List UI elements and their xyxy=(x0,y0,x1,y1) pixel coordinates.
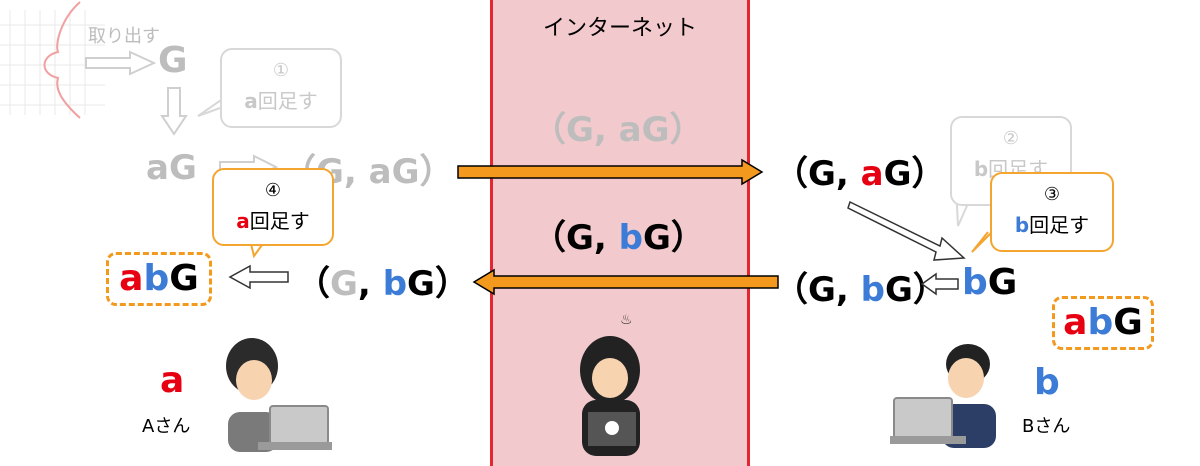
bubble4-text: 回足す xyxy=(249,209,310,233)
bubble3-secret: b xyxy=(1014,213,1030,237)
bubble1-secret: a xyxy=(244,89,258,113)
bubble1-text: 回足す xyxy=(257,89,318,113)
send-arrow-left-icon xyxy=(472,268,779,296)
bubble-step-4: ④ a回足す xyxy=(212,168,334,246)
shared-key-a: abG xyxy=(106,252,212,306)
faded-arrow-down-icon xyxy=(160,87,188,136)
svg-text:♨: ♨ xyxy=(620,312,633,328)
bubble3-text: 回足す xyxy=(1029,213,1090,237)
small-arrow-left-icon xyxy=(920,272,959,296)
internet-label: インターネット xyxy=(542,16,697,41)
bubble2-number: ② xyxy=(1002,128,1020,149)
person-b-illustration xyxy=(890,344,996,448)
shared-key-b: abG xyxy=(1052,296,1154,350)
bubble3-number: ③ xyxy=(1043,184,1061,205)
internet-pair-bg: （G, bG） xyxy=(532,218,705,258)
hacker-illustration: ♨ xyxy=(580,312,640,456)
bubble3-tail xyxy=(971,229,995,253)
faded-arrow-right-icon xyxy=(85,50,156,76)
bubble4-number: ④ xyxy=(264,180,282,201)
person-a-secret: a xyxy=(160,360,185,401)
left-received-pair: （G, bG） xyxy=(296,264,469,304)
person-b-secret: b xyxy=(1034,362,1060,403)
faded-g: G xyxy=(158,40,188,81)
person-a-illustration xyxy=(226,338,332,452)
right-bg: bG xyxy=(962,262,1018,303)
bubble-step-1: ① a回足す xyxy=(220,48,342,128)
diagonal-arrow-icon xyxy=(847,200,966,261)
right-received-pair: （G, aG） xyxy=(774,154,946,194)
bubble1-number: ① xyxy=(272,60,290,81)
faded-ag: aG xyxy=(146,148,197,188)
person-b-name: Bさん xyxy=(1022,416,1071,437)
bubble4-secret: a xyxy=(236,209,250,233)
send-arrow-right-icon xyxy=(457,158,764,186)
person-a-name: Aさん xyxy=(142,416,191,437)
extract-label: 取り出す xyxy=(88,26,160,47)
bubble-step-3: ③ b回足す xyxy=(990,172,1114,252)
bubble1-tail xyxy=(197,97,225,117)
bubble2-secret: b xyxy=(973,157,989,181)
small-arrow-left-icon xyxy=(228,264,289,290)
internet-pair-ag-faded: （G, aG） xyxy=(532,110,704,150)
